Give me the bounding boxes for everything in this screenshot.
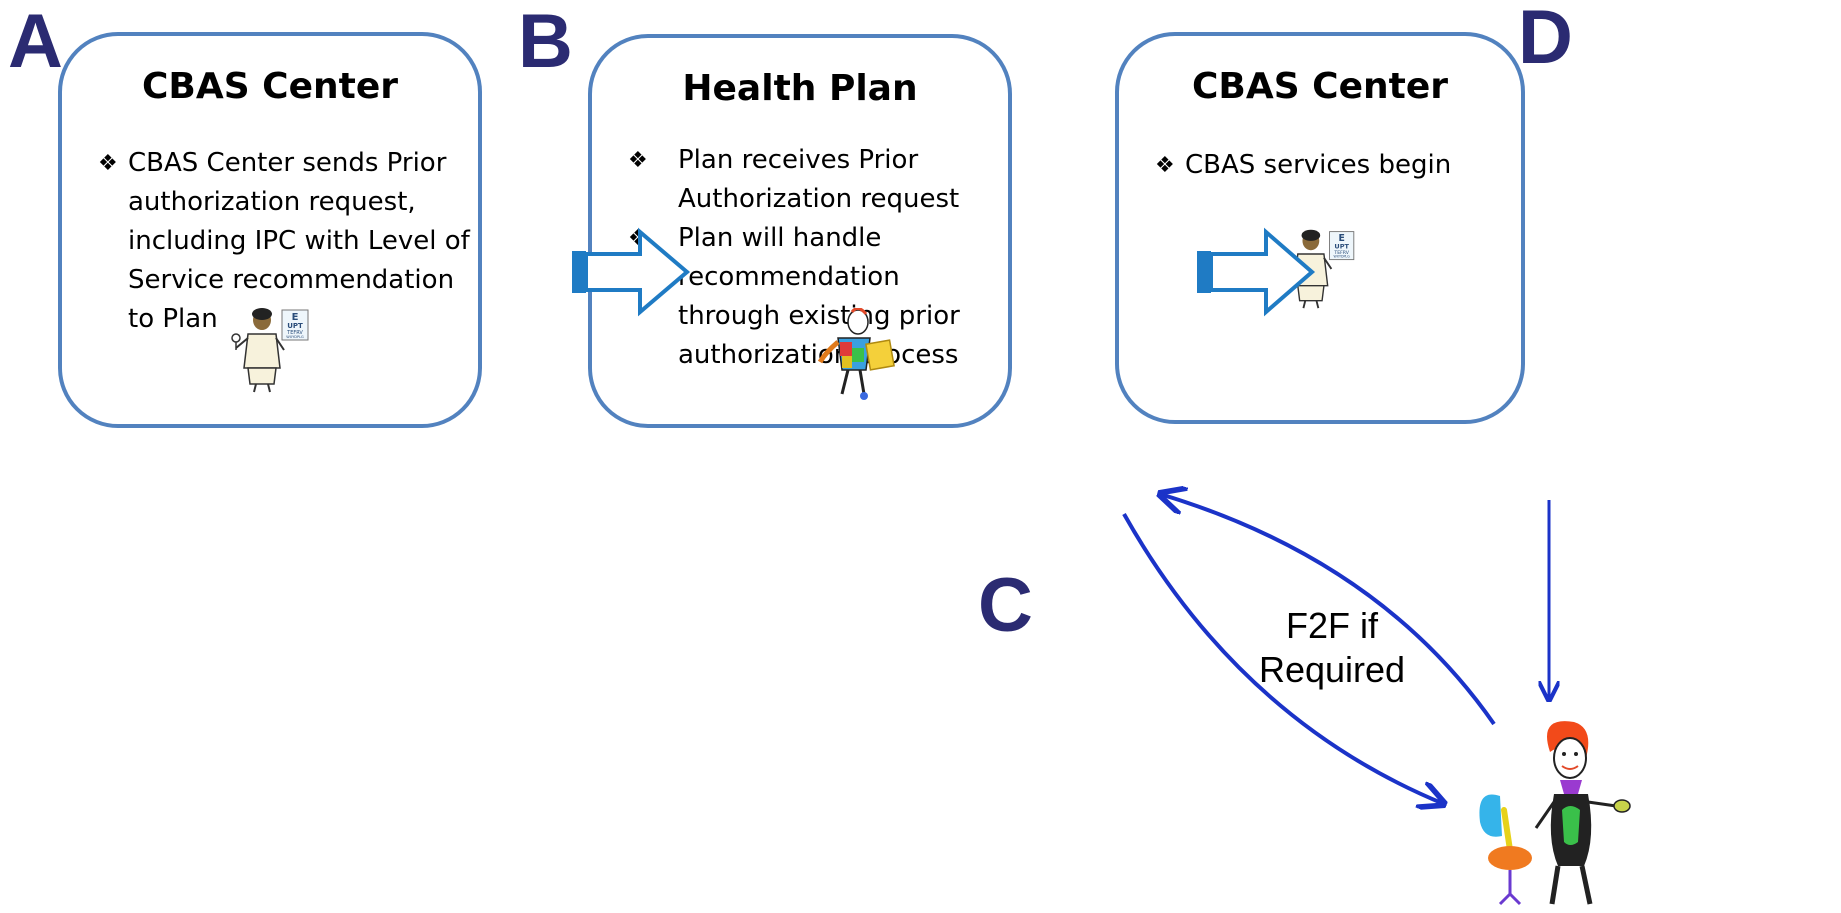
cbas-center-request-box: CBAS Center ❖ CBAS Center sends Prior au… <box>58 32 482 428</box>
bullet-list: ❖ CBAS services begin <box>1155 146 1515 185</box>
cbas-services-box: CBAS Center ❖ CBAS services begin E UPT … <box>1115 32 1525 424</box>
bullet-icon: ❖ <box>628 148 648 173</box>
box-title: CBAS Center <box>141 66 399 107</box>
marker-c: C <box>978 563 1033 648</box>
eye-chart-line: TEFRV <box>286 330 303 336</box>
face-to-face-assessment-icon <box>1470 718 1640 913</box>
bullet-icon: ❖ <box>628 226 648 251</box>
marker-b: B <box>518 0 573 84</box>
eye-doctor-icon: E UPT TEFRV WXYDPLG <box>1281 226 1365 315</box>
f2f-label-line: Required <box>1258 649 1406 690</box>
eye-chart-line: UPT <box>1334 242 1349 250</box>
health-plan-box: Health Plan ❖ Plan receives Prior Author… <box>588 34 1012 428</box>
bullet-icon: ❖ <box>1155 153 1175 178</box>
person-with-folder-icon <box>816 307 896 409</box>
eye-chart-line: UPT <box>287 322 303 330</box>
f2f-label: F2F if Required <box>1222 604 1442 692</box>
bullet-text: Plan receives Prior Authorization reques… <box>678 145 960 214</box>
eye-chart-line: WXYDPLG <box>1334 255 1351 259</box>
box-title: CBAS Center <box>1191 66 1449 107</box>
list-item: ❖ CBAS Center sends Prior authorization … <box>98 144 470 339</box>
bullet-icon: ❖ <box>98 151 118 176</box>
box-title: Health Plan <box>682 68 918 109</box>
eye-chart-line: WXYDPLG <box>286 335 304 339</box>
bullet-text: CBAS services begin <box>1185 150 1452 180</box>
list-item: ❖ Plan receives Prior Authorization requ… <box>628 141 1008 219</box>
eye-doctor-icon: E UPT TEFRV WXYDPLG <box>230 304 320 399</box>
f2f-label-line: F2F if <box>1285 605 1378 646</box>
bullet-list: ❖ CBAS Center sends Prior authorization … <box>98 144 470 339</box>
bullet-text: CBAS Center sends Prior authorization re… <box>128 148 470 334</box>
list-item: ❖ Plan will handle recommendation throug… <box>628 219 1008 375</box>
bullet-list: ❖ Plan receives Prior Authorization requ… <box>628 141 1008 375</box>
eye-chart-line: E <box>1338 233 1344 244</box>
eye-chart-line: E <box>292 312 299 323</box>
eye-chart-line: TEFRV <box>1333 250 1349 256</box>
bullet-text: Plan will handle recommendation through … <box>678 223 960 370</box>
list-item: ❖ CBAS services begin <box>1155 146 1515 185</box>
marker-a: A <box>8 0 63 84</box>
marker-d: D <box>1518 0 1573 80</box>
